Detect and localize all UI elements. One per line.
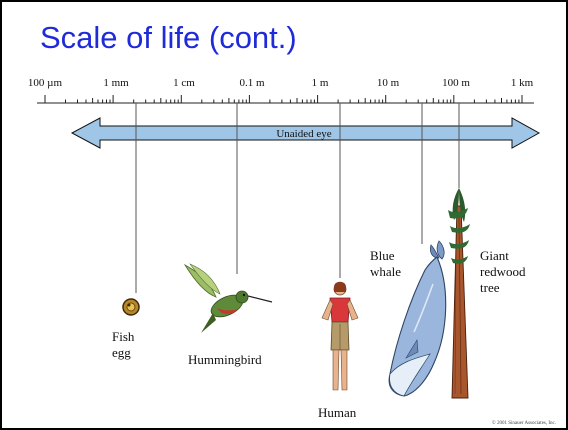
tick-label-100m: 100 m bbox=[442, 77, 470, 89]
human-label: Human bbox=[318, 405, 356, 421]
human-illustration bbox=[322, 282, 358, 390]
tick-label-10m: 10 m bbox=[377, 77, 400, 89]
copyright-credit: © 2001 Sinauer Associates, Inc. bbox=[492, 421, 556, 426]
tick-label-1km: 1 km bbox=[511, 77, 534, 89]
tick-label-1cm: 1 cm bbox=[173, 77, 195, 89]
fish-egg-label: Fish egg bbox=[112, 329, 134, 361]
tick-label-1mm: 1 mm bbox=[103, 77, 129, 89]
unaided-eye-label: Unaided eye bbox=[276, 128, 331, 140]
hummingbird-illustration bbox=[185, 264, 272, 333]
hummingbird-label: Hummingbird bbox=[188, 352, 262, 368]
scale-ticks bbox=[45, 95, 522, 103]
blue-whale-label: Blue whale bbox=[370, 248, 401, 280]
redwood-illustration bbox=[448, 188, 470, 398]
tick-label-100um: 100 µm bbox=[28, 77, 63, 89]
tick-label-1m: 1 m bbox=[312, 77, 329, 89]
fish-egg-illustration bbox=[123, 299, 139, 315]
redwood-label: Giant redwood tree bbox=[480, 248, 526, 296]
tick-label-0-1m: 0.1 m bbox=[239, 77, 265, 89]
